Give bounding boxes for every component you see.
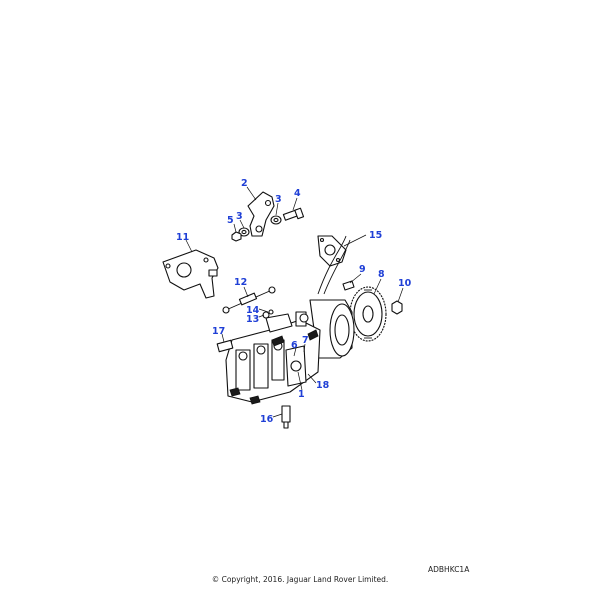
callout-15: 15: [369, 230, 382, 241]
part-12-link-rod: [222, 286, 276, 314]
callout-4: 4: [294, 188, 301, 199]
part-9-key: [342, 280, 355, 291]
callout-2: 2: [241, 178, 248, 189]
callout-10: 10: [398, 278, 412, 289]
part-4-bolt: [282, 207, 305, 221]
callout-17: 17: [212, 326, 225, 337]
part-2-bracket: [247, 191, 275, 237]
diagram-reference-code: ADBHKC1A: [428, 565, 470, 574]
part-15-gasket: [317, 235, 347, 267]
part-5-nut: [231, 231, 242, 242]
injection-pump-body: [225, 235, 355, 405]
part-10-nut: [391, 300, 403, 315]
callout-18: 18: [316, 380, 330, 391]
leader-lines: [185, 186, 404, 418]
callout-11: 11: [176, 232, 189, 243]
callout-13: 13: [246, 314, 259, 325]
callout-9: 9: [359, 264, 366, 275]
copyright-notice: © Copyright, 2016. Jaguar Land Rover Lim…: [211, 575, 389, 584]
part-17-sleeve: [216, 339, 234, 353]
callout-8: 8: [378, 269, 385, 280]
part-3-washer-a: [270, 215, 282, 225]
part-13-14-fittings: [262, 309, 274, 319]
callout-1: 1: [298, 389, 305, 400]
callout-16: 16: [260, 414, 274, 425]
callout-3b: 3: [275, 194, 282, 205]
part-11-plate-bracket: [162, 249, 219, 299]
callout-6: 6: [291, 340, 298, 351]
part-8-gear: [349, 286, 387, 342]
callout-3a: 3: [236, 211, 243, 222]
part-16-fitting: [281, 405, 291, 429]
callout-5: 5: [227, 215, 234, 226]
callout-14: 14: [246, 305, 260, 316]
callout-7: 7: [302, 335, 309, 346]
callout-12: 12: [234, 277, 247, 288]
